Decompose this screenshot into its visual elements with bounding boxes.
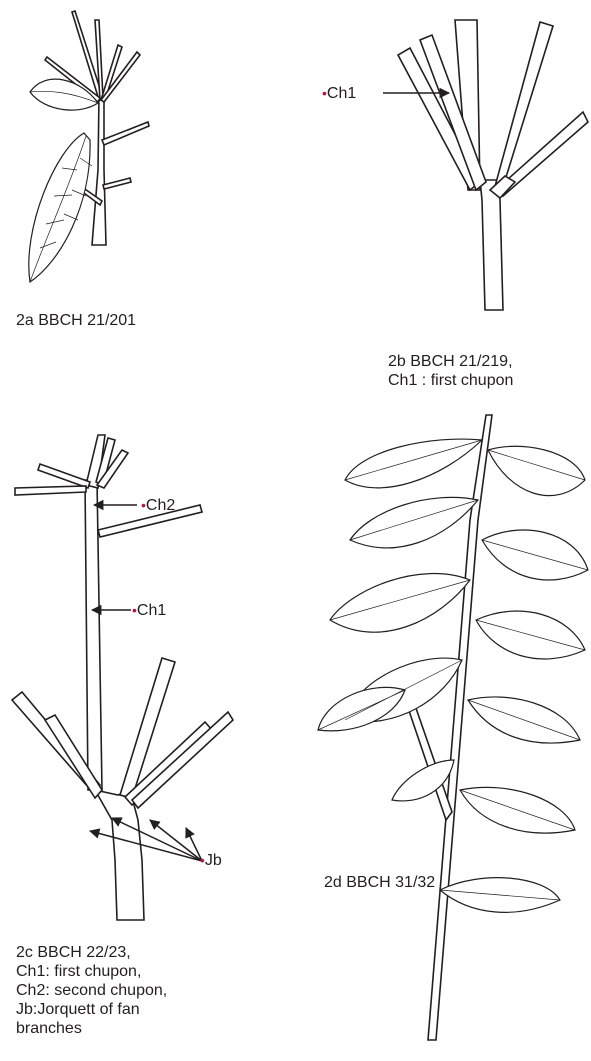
caption-2d: 2d BBCH 31/32 [324,873,435,892]
caption-line: Ch2: second chupon, [16,981,167,1000]
caption-line: Ch1: first chupon, [16,962,167,981]
caption-line: 2c BBCH 22/23, [16,943,167,962]
caption-line: 2d BBCH 31/32 [324,873,435,892]
caption-line: branches [16,1019,167,1038]
label-ch1-2b: •Ch1 [322,84,356,103]
caption-2a: 2a BBCH 21/201 [16,311,136,330]
label-text: Jb [205,852,222,869]
label-text: Ch1 [137,602,166,619]
caption-line: 2a BBCH 21/201 [16,311,136,330]
caption-line: Jb:Jorquett of fan [16,1000,167,1019]
label-jb-2c: •Jb [200,851,222,870]
drawing-2c-plant [12,435,233,920]
jb-pointer-arrow-1 [90,831,202,861]
label-ch2-2c: •Ch2 [141,496,175,515]
drawing-2a-plant [29,11,149,282]
caption-line: 2b BBCH 21/219, [388,352,513,371]
caption-2c: 2c BBCH 22/23, Ch1: first chupon, Ch2: s… [16,943,167,1038]
label-text: Ch2 [146,497,175,514]
caption-2b: 2b BBCH 21/219, Ch1 : first chupon [388,352,513,390]
drawing-2b-plant [398,20,588,310]
caption-line: Ch1 : first chupon [388,371,513,390]
drawing-2d-branch [318,415,588,1040]
label-ch1-2c: •Ch1 [132,601,166,620]
label-text: Ch1 [327,85,356,102]
